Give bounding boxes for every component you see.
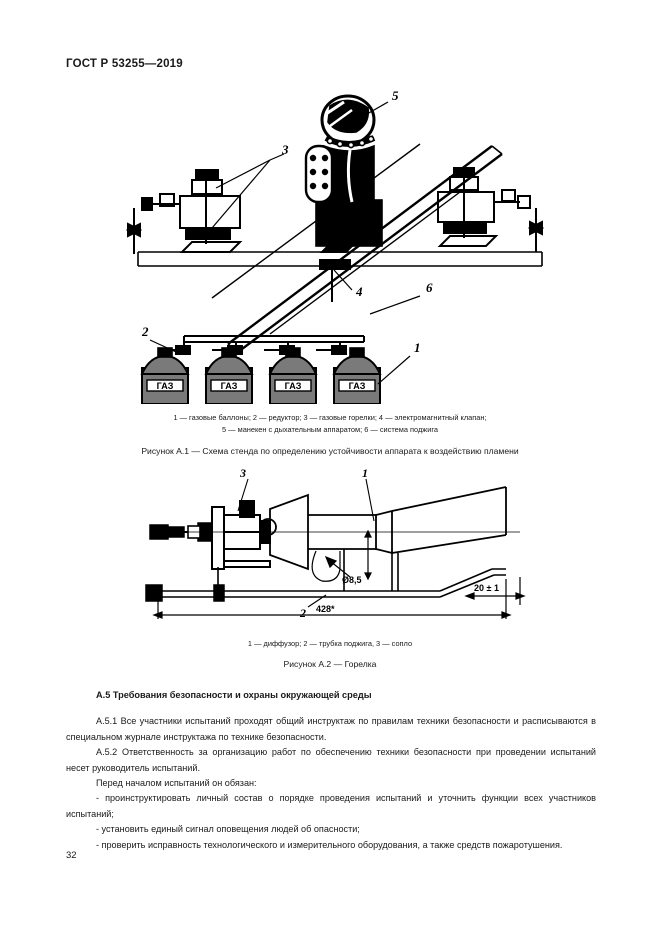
- figure-a1-callout-6: 6: [426, 280, 433, 295]
- paragraph-intro-duties: Перед началом испытаний он обязан:: [96, 778, 257, 789]
- figure-a2-dimension-length: 428*: [316, 604, 335, 614]
- figure-a1-legend-line-2: 5 — манекен с дыхательным аппаратом; 6 —…: [222, 424, 438, 434]
- figure-a1-legend-line-1: 1 — газовые баллоны; 2 — редуктор; 3 — г…: [173, 413, 487, 422]
- gas-cylinder-label: ГАЗ: [157, 381, 174, 391]
- figure-a2-callout-2: 2: [299, 606, 306, 620]
- figure-a2-burner-drawing: 3 1 2 Ø8,5 428* 20 ± 1: [140, 465, 540, 625]
- section-a5: А.5 Требования безопасности и охраны окр…: [66, 688, 596, 853]
- figure-a1-legend: 1 — газовые баллоны; 2 — редуктор; 3 — г…: [80, 412, 580, 435]
- paragraph-duty-1: - проинструктировать личный состав о пор…: [66, 793, 596, 819]
- figure-a2-caption: Рисунок А.2 — Горелка: [283, 659, 377, 669]
- gas-cylinder-label: ГАЗ: [221, 381, 238, 391]
- figure-a1-callout-2: 2: [141, 324, 149, 339]
- paragraph-duty-2: - установить единый сигнал оповещения лю…: [96, 824, 360, 835]
- figure-a2-dimension-diameter: Ø8,5: [342, 575, 362, 585]
- section-a5-heading: А.5 Требования безопасности и охраны окр…: [96, 690, 372, 700]
- figure-a2-dimension-offset: 20 ± 1: [474, 583, 499, 593]
- figure-a1-callout-1: 1: [414, 340, 421, 355]
- paragraph-duty-3: - проверить исправность технологического…: [96, 839, 563, 850]
- gas-cylinder-label: ГАЗ: [349, 381, 366, 391]
- gas-cylinder-label: ГАЗ: [285, 381, 302, 391]
- figure-a2-callout-3: 3: [239, 466, 246, 480]
- figure-a2-legend: 1 — диффузор; 2 — трубка поджига, 3 — со…: [247, 639, 413, 648]
- figure-a1-callout-4: 4: [355, 284, 363, 299]
- figure-a1-callout-5: 5: [392, 88, 399, 103]
- document-standard-number: ГОСТ Р 53255—2019: [66, 58, 183, 70]
- figure-a1-callout-3: 3: [281, 142, 289, 157]
- figure-a2-callout-1: 1: [362, 466, 368, 480]
- paragraph-a5-2: А.5.2 Ответственность за организацию раб…: [66, 747, 596, 773]
- paragraph-a5-1: А.5.1 Все участники испытаний проходят о…: [66, 716, 596, 742]
- page-number: 32: [66, 850, 77, 861]
- figure-a1-test-stand-scheme: 3 5 4 6 2 1 ГАЗ ГАЗ ГАЗ ГАЗ: [120, 84, 560, 404]
- figure-a1-caption: Рисунок А.1 — Схема стенда по определени…: [141, 446, 519, 456]
